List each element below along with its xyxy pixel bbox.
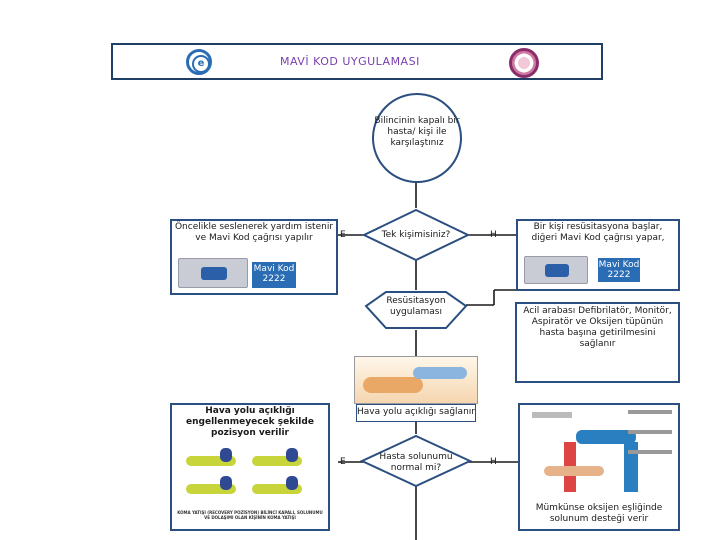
start-circle: [372, 93, 462, 183]
oxygen-ventilation-illustration: [524, 406, 674, 498]
header-title: MAVİ KOD UYGULAMASI: [280, 55, 420, 68]
left-box-1-text: Öncelikle seslenerek yardım istenir ve M…: [174, 222, 334, 243]
right-box-1-text: Bir kişi resüsitasyona başlar, diğeri Ma…: [531, 222, 665, 243]
phone-icon: [178, 258, 248, 288]
e-logo-icon: e: [186, 49, 212, 75]
left-code-badge: Mavi Kod 2222: [252, 262, 296, 288]
label-e-1: E: [340, 230, 346, 240]
decision-1-text: Tek kişimisiniz?: [381, 230, 451, 240]
left-box-2-caption: KOMA YATIŞI (RECOVERY POZİSYON) BİLİNCİ …: [177, 510, 323, 520]
left-box-2-title: Hava yolu açıklığı engellenmeyecek şekil…: [186, 406, 314, 438]
decision-2-text: Hasta solunumu normal mi?: [379, 452, 453, 473]
airway-label-box: [356, 404, 476, 422]
right-box-3-text: Mümkünse oksijen eşliğinde solunum deste…: [535, 503, 663, 524]
label-h-2: H: [490, 457, 497, 467]
right-code-badge: Mavi Kod 2222: [598, 258, 640, 282]
process-1-text: Resüsitasyon uygulaması: [386, 296, 446, 317]
right-box-equipment: [515, 302, 680, 383]
recovery-position-illustration: [180, 446, 320, 508]
hospital-seal-icon: [509, 48, 539, 78]
label-h-1: H: [490, 230, 497, 240]
airway-text: Hava yolu açıklığı sağlanır: [357, 407, 475, 417]
phone-icon: [524, 256, 588, 284]
airway-illustration: [354, 356, 478, 404]
right-box-2-text: Acil arabası Defibrilatör, Monitör, Aspi…: [523, 306, 672, 349]
start-text: Bilincinin kapalı bir hasta/ kişi ile ka…: [374, 116, 460, 148]
label-e-2: E: [340, 457, 346, 467]
